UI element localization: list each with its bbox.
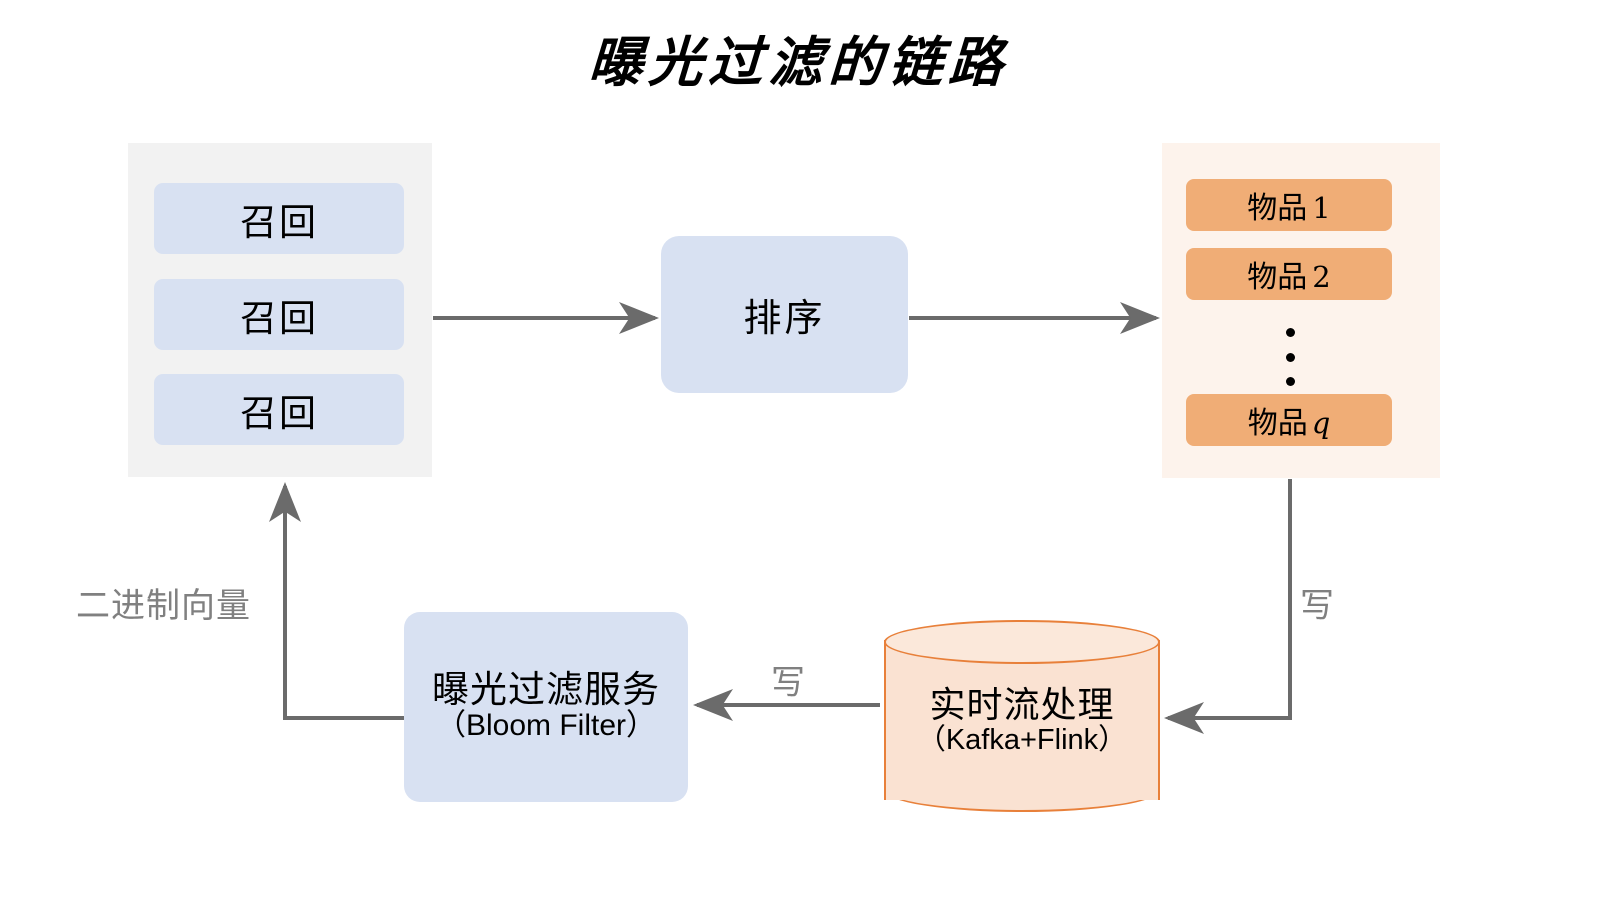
bloom-filter-subtitle: （Bloom Filter）: [435, 709, 657, 743]
cylinder-top-ellipse: [884, 620, 1160, 664]
cylinder-body: [884, 640, 1160, 800]
stream-node-subtitle: （Kafka+Flink）: [916, 724, 1128, 757]
page-title: 曝光过滤的链路: [587, 30, 1011, 94]
vertical-ellipsis-icon: [1282, 328, 1298, 386]
rank-node[interactable]: 排序: [661, 236, 908, 393]
recall-chip-1[interactable]: 召回: [154, 183, 404, 254]
edge-label-write-stream-to-bloom: 写: [771, 664, 805, 702]
stream-processing-node[interactable]: 实时流处理 （Kafka+Flink）: [884, 620, 1160, 812]
edge-items-to-stream: [1164, 479, 1292, 734]
rank-node-label: 排序: [743, 298, 826, 340]
cylinder-text: 实时流处理 （Kafka+Flink）: [884, 664, 1160, 780]
bloom-filter-title: 曝光过滤服务: [432, 669, 660, 711]
edge-label-binary-vector: 二进制向量: [76, 587, 251, 625]
recall-chip-label: 召回: [240, 201, 318, 243]
recall-chip-3[interactable]: 召回: [154, 374, 404, 445]
recall-chip-label: 召回: [240, 392, 318, 434]
edge-bloom-to-recall: [269, 482, 404, 720]
edge-label-write-items-to-stream: 写: [1300, 587, 1334, 625]
bloom-filter-node[interactable]: 曝光过滤服务 （Bloom Filter）: [404, 612, 688, 802]
recall-chip-2[interactable]: 召回: [154, 279, 404, 350]
recall-chip-label: 召回: [240, 297, 318, 339]
stream-node-title: 实时流处理: [929, 684, 1115, 726]
